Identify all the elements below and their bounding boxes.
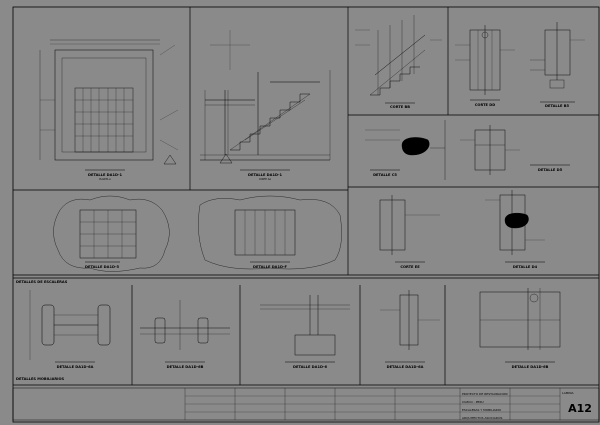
band-furniture-label: DETALLES MOBILIARIOS [16,377,65,381]
detail-section-aa [200,30,331,171]
detail-4-title: CORTE DD [475,103,495,107]
detail-9-title: DETALLE DA1D-F [253,265,287,269]
detail-12-title: DETALLE DA1D-6A [57,365,94,369]
detail-furniture-1 [29,290,111,363]
detail-3-title: CORTE BB [390,105,410,109]
detail-c5 [365,120,446,180]
detail-corte-bb [355,15,442,104]
title-block-project: PROYECTO DE RESTAURACION [462,392,508,396]
detail-15-title: DETALLE DA1D-6A [387,365,424,369]
panel-grid [13,7,599,386]
title-block-label: LAMINA [562,391,575,395]
detail-2-subtitle: CORTE AA [259,178,271,181]
sheet-number: A12 [568,402,592,415]
detail-10-title: CORTE EE [400,265,420,269]
detail-14-title: DETALLE DA1D-6 [293,365,327,369]
detail-furniture-5 [479,288,561,363]
detail-corte-dd [455,25,515,101]
detail-da1d-f [198,195,342,270]
detail-8-title: DETALLE DA1D-5 [85,265,119,269]
detail-furniture-4 [380,290,440,363]
detail-11-title: DETALLE D4 [513,265,538,269]
detail-corte-ee [379,195,440,263]
detail-7-title: DETALLE D5 [538,168,563,172]
detail-5-title: DETALLE B5 [545,104,569,108]
band-stairs-label: DETALLES DE ESCALERAS [16,280,68,284]
detail-1-title: DETALLE DA1D-1 [88,173,122,177]
title-block [12,387,600,421]
detail-d4 [485,190,545,263]
title-block-location: CUZCO - PERU [462,400,484,404]
detail-d5 [460,125,570,175]
detail-b5 [530,22,585,103]
detail-furniture-2 [140,300,230,363]
sheet-border [12,6,600,423]
title-block-sheet-title: ESCALERAS Y MOBILIARIO [462,408,502,412]
detail-1-subtitle: PLANTA A [99,178,111,181]
detail-furniture-3 [260,295,350,363]
detail-da1d-5 [53,195,170,272]
detail-16-title: DETALLE DA1D-6B [512,365,549,369]
detail-plan-a [39,39,179,171]
detail-2-title: DETALLE DA1D-1 [248,173,282,177]
title-block-firm: ARQUITECTOS ASOCIADOS [462,416,502,420]
detail-6-title: DETALLE C5 [373,173,397,177]
detail-13-title: DETALLE DA1D-6B [167,365,204,369]
